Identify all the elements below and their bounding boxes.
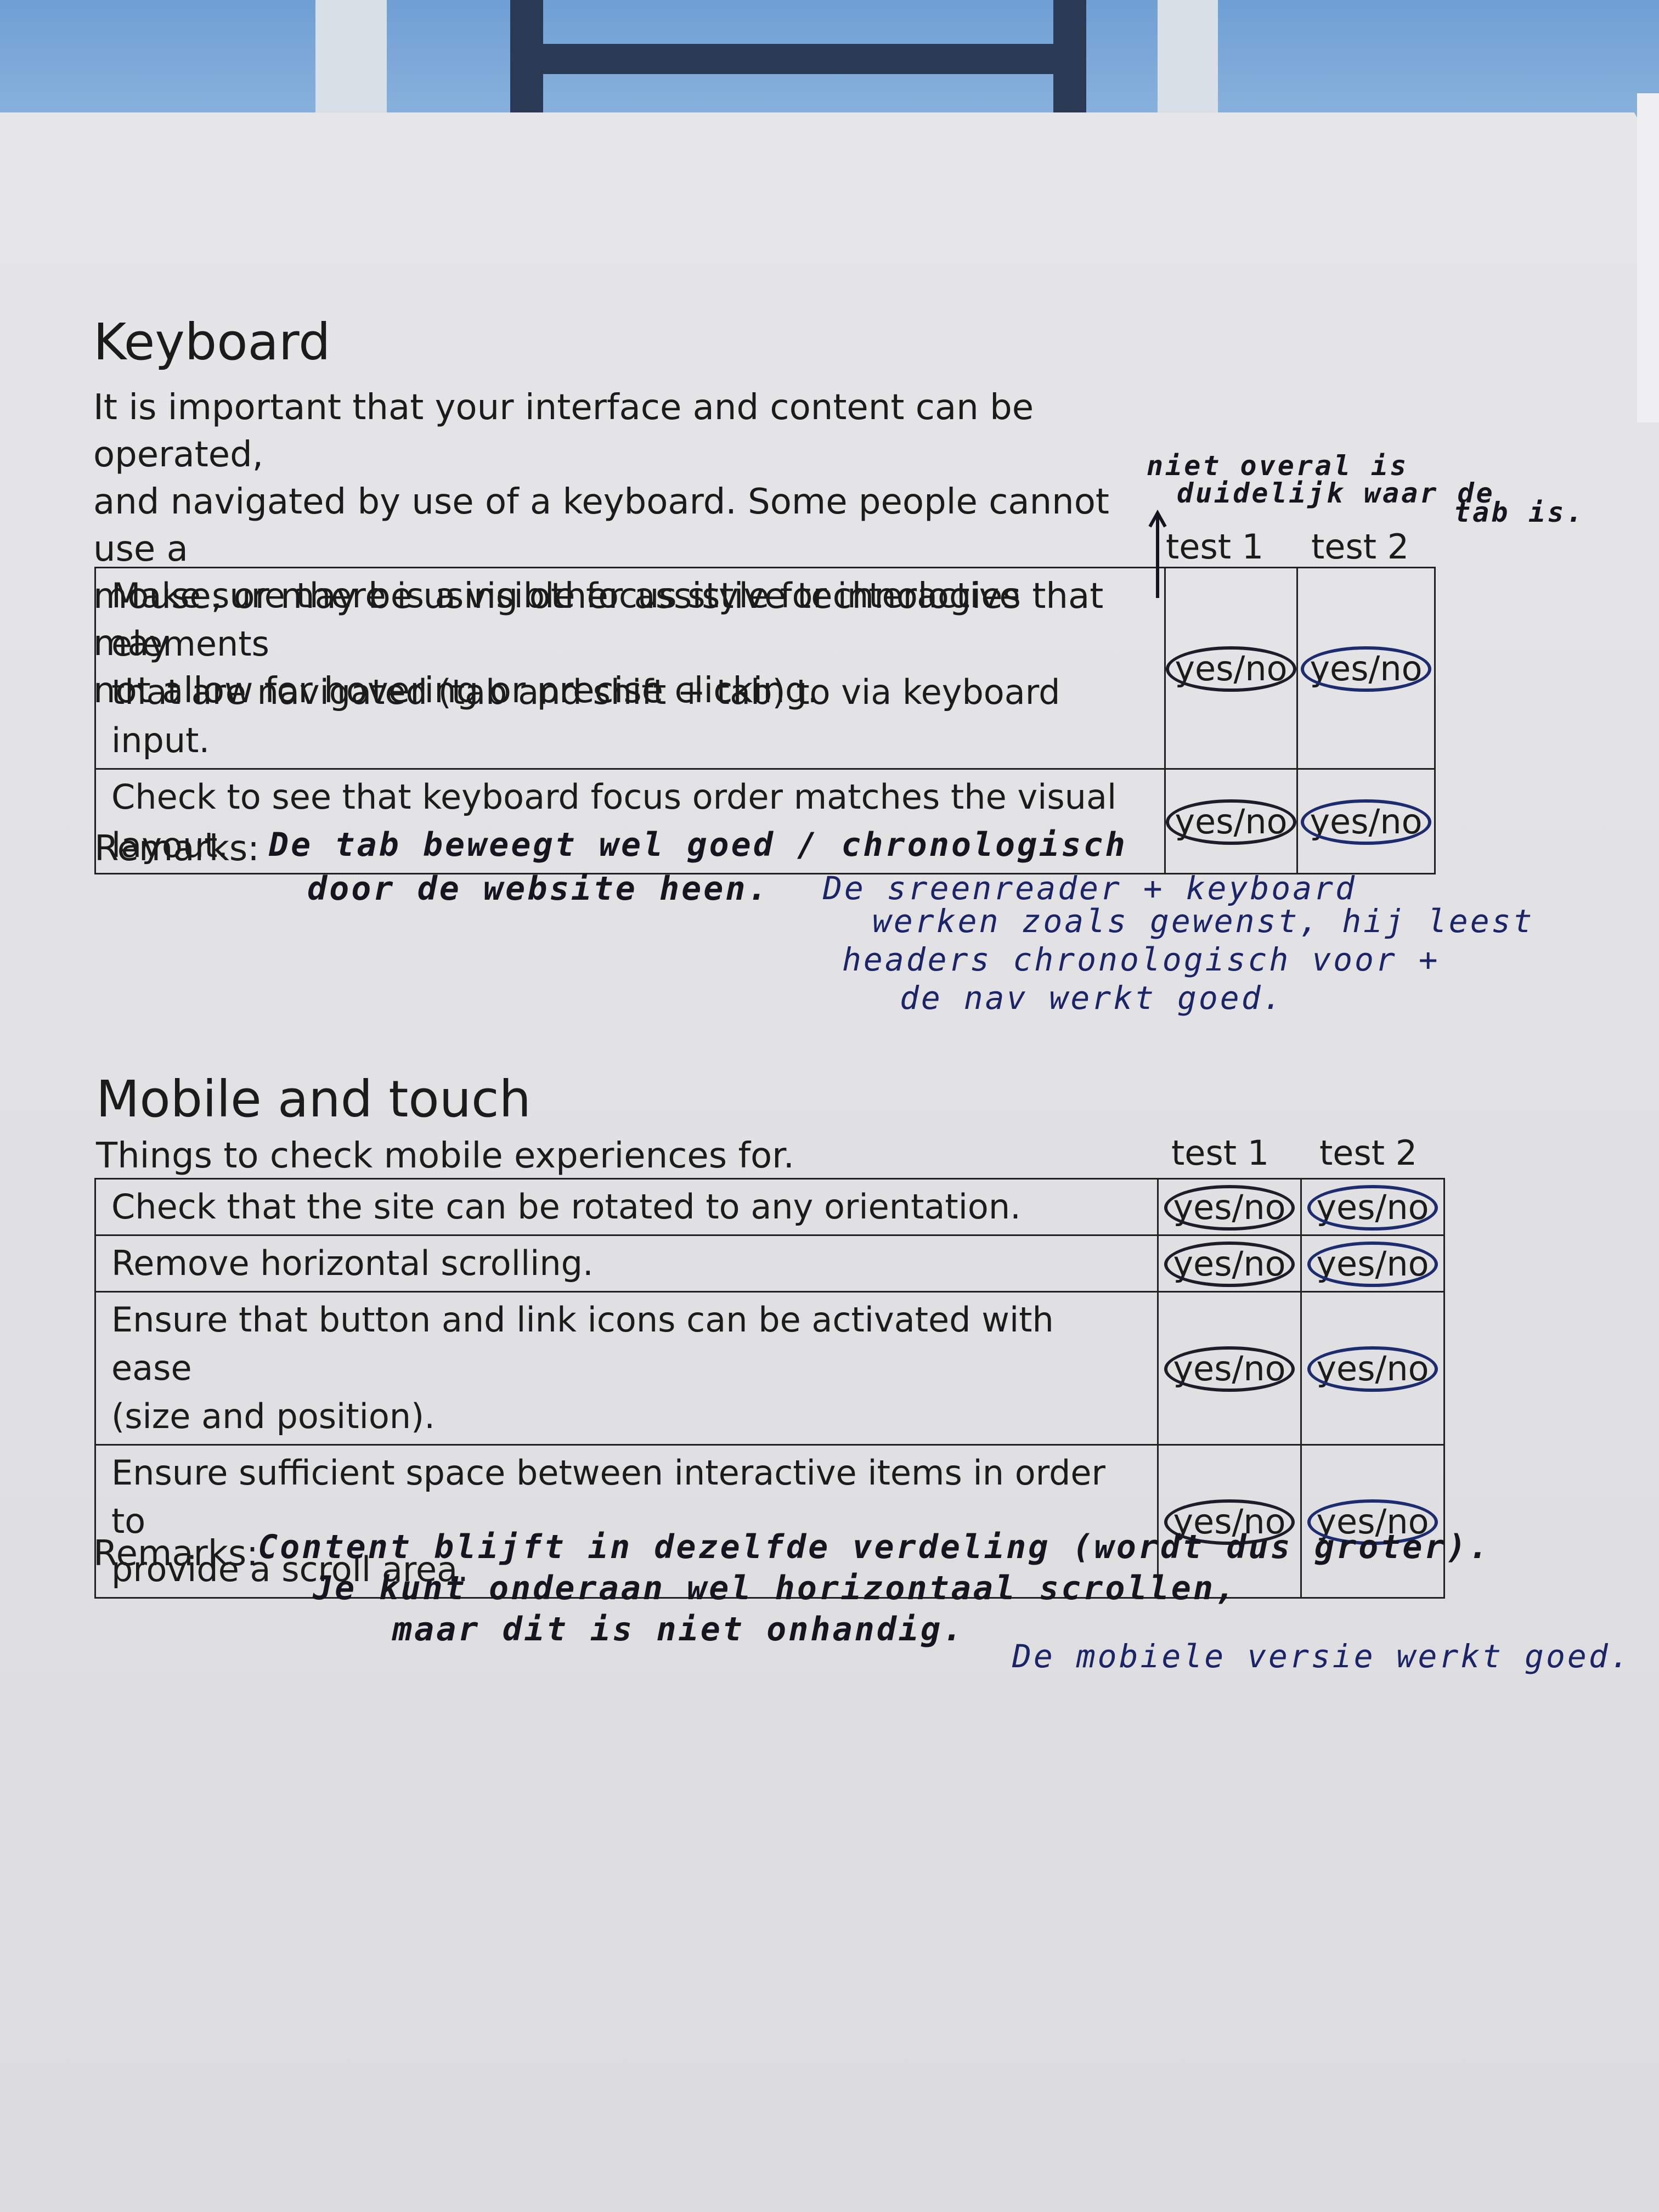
mobile-heading: Mobile and touch (96, 1070, 531, 1128)
desc-line: Ensure sufficient space between interact… (111, 1453, 1106, 1541)
desc-line: Make sure there is a visible focus style… (111, 575, 1020, 664)
circled-answer: yes/no (1301, 646, 1431, 692)
desc-line: Check that the site can be rotated to an… (111, 1187, 1021, 1227)
test2-answer: yes/no (1296, 768, 1436, 874)
test1-answer: yes/no (1164, 567, 1298, 770)
mobile-remarks-label: Remarks: (93, 1533, 258, 1574)
desc-line: Check to see that keyboard focus order m… (111, 777, 1117, 817)
circled-answer: yes/no (1164, 1184, 1295, 1231)
desc-line: Remove horizontal scrolling. (111, 1243, 594, 1283)
desc-line: (size and position). (111, 1396, 435, 1436)
circled-answer: yes/no (1164, 1499, 1295, 1545)
table-row: Check to see that keyboard focus order m… (94, 768, 1436, 874)
table-row: Remove horizontal scrolling. yes/no yes/… (94, 1234, 1445, 1293)
table-row: Check that the site can be rotated to an… (94, 1178, 1445, 1236)
window-post (315, 0, 387, 126)
window-post (1158, 0, 1218, 126)
keyboard-checklist: Make sure there is a visible focus style… (94, 567, 1436, 874)
remarks-handwriting-blue: De sreenreader + keyboard (823, 870, 1357, 907)
keyboard-col-test1: test 1 (1166, 527, 1264, 567)
keyboard-heading: Keyboard (93, 313, 331, 371)
paper-edge (1637, 93, 1659, 422)
keyboard-remarks-label: Remarks: (94, 828, 259, 869)
remarks-handwriting: De tab beweegt wel goed / chronologisch (269, 826, 1127, 864)
intro-line: It is important that your interface and … (93, 387, 1034, 475)
remarks-handwriting: Content blijft in dezelfde verdeling (wo… (258, 1528, 1491, 1566)
row-description: Ensure sufficient space between interact… (94, 1444, 1159, 1599)
circled-answer: yes/no (1166, 646, 1296, 692)
margin-note: tab is. (1454, 496, 1585, 528)
remarks-handwriting-blue: headers chronologisch voor + (842, 941, 1440, 978)
test1-answer: yes/no (1157, 1178, 1302, 1236)
row-description: Check to see that keyboard focus order m… (94, 768, 1166, 874)
mobile-checklist: Check that the site can be rotated to an… (94, 1178, 1445, 1599)
circled-answer: yes/no (1164, 1241, 1295, 1287)
desc-line: Ensure that button and link icons can be… (111, 1300, 1054, 1388)
mobile-intro: Things to check mobile experiences for. (96, 1136, 794, 1176)
desc-line: layout. (111, 825, 229, 865)
row-description: Make sure there is a visible focus style… (94, 567, 1166, 770)
row-description: Ensure that button and link icons can be… (94, 1291, 1159, 1446)
test2-answer: yes/no (1296, 567, 1436, 770)
test1-answer: yes/no (1164, 768, 1298, 874)
remarks-handwriting-blue: de nav werkt goed. (900, 979, 1284, 1017)
row-description: Remove horizontal scrolling. (94, 1234, 1159, 1293)
circled-answer: yes/no (1307, 1346, 1438, 1392)
circled-answer: yes/no (1166, 799, 1296, 845)
desc-line: that are navigated (tab and shift + tab)… (111, 672, 1060, 760)
remarks-handwriting: maar dit is niet onhandig. (392, 1610, 965, 1649)
test2-answer: yes/no (1300, 1178, 1445, 1236)
mobile-col-test1: test 1 (1171, 1133, 1269, 1173)
row-description: Check that the site can be rotated to an… (94, 1178, 1159, 1236)
test2-answer: yes/no (1300, 1234, 1445, 1293)
intro-line: and navigated by use of a keyboard. Some… (93, 482, 1109, 569)
remarks-handwriting-blue: De mobiele versie werkt goed. (1012, 1638, 1632, 1675)
desc-line: provide a scroll area. (111, 1549, 469, 1589)
table-row: Make sure there is a visible focus style… (94, 567, 1436, 770)
table-row: Ensure that button and link icons can be… (94, 1291, 1445, 1446)
paper-sheet (0, 112, 1659, 2212)
margin-note: duidelijk waar de (1177, 477, 1495, 509)
test2-answer: yes/no (1300, 1444, 1445, 1599)
remarks-handwriting-blue: werken zoals gewenst, hij leest (872, 902, 1534, 940)
test1-answer: yes/no (1157, 1444, 1302, 1599)
circled-answer: yes/no (1301, 799, 1431, 845)
circled-answer: yes/no (1164, 1346, 1295, 1392)
test2-answer: yes/no (1300, 1291, 1445, 1446)
circled-answer: yes/no (1307, 1184, 1438, 1231)
test1-answer: yes/no (1157, 1234, 1302, 1293)
table-row: Ensure sufficient space between interact… (94, 1444, 1445, 1599)
remarks-handwriting: Je kunt onderaan wel horizontaal scrolle… (313, 1569, 1238, 1607)
margin-note: niet overal is (1147, 450, 1409, 482)
keyboard-col-test2: test 2 (1311, 527, 1409, 567)
mobile-col-test2: test 2 (1319, 1133, 1418, 1173)
circled-answer: yes/no (1307, 1499, 1438, 1545)
remarks-handwriting: door de website heen. (307, 870, 770, 908)
window-frame (510, 44, 1086, 74)
circled-answer: yes/no (1307, 1241, 1438, 1287)
test1-answer: yes/no (1157, 1291, 1302, 1446)
arrow-icon (1148, 509, 1167, 598)
